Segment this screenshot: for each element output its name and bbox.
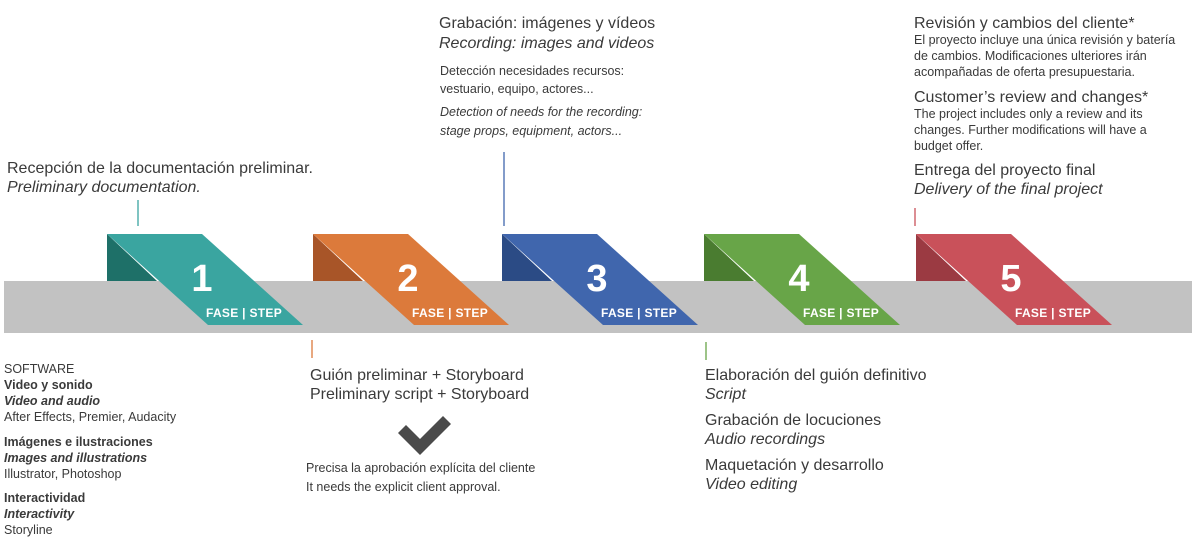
phase4-layout-en: Video editing bbox=[705, 476, 798, 493]
phase2-approval-es: Precisa la aprobación explícita del clie… bbox=[306, 461, 536, 475]
step-1-fold bbox=[107, 234, 157, 281]
software-images-en: Images and illustrations bbox=[4, 451, 148, 465]
step-4-fold bbox=[704, 234, 754, 281]
step-5-fold bbox=[916, 234, 966, 281]
phase5-review-desc-en-3: budget offer. bbox=[914, 139, 984, 153]
phase3-needs-en-2: stage props, equipment, actors... bbox=[440, 124, 623, 138]
step-2-fold bbox=[313, 234, 363, 281]
software-video-es: Video y sonido bbox=[4, 378, 93, 392]
step-2-arrow bbox=[313, 234, 509, 325]
phase3-needs-es-1: Detección necesidades recursos: bbox=[440, 64, 625, 78]
step-4-number: 4 bbox=[788, 258, 809, 300]
phase2-title-es: Guión preliminar + Storyboard bbox=[310, 367, 524, 384]
step-4-label: FASE | STEP bbox=[803, 306, 879, 320]
step-2-number: 2 bbox=[397, 258, 418, 300]
phase5-review-desc-es-2: de cambios. Modificaciones ulteriores ir… bbox=[914, 49, 1147, 63]
step-1-arrow bbox=[107, 234, 303, 325]
step-1-number: 1 bbox=[191, 258, 212, 300]
phase1-subtitle: Preliminary documentation. bbox=[7, 179, 201, 196]
step-3-label: FASE | STEP bbox=[601, 306, 677, 320]
phase3-title-en: Recording: images and videos bbox=[439, 35, 655, 52]
phase4-audio-es: Grabación de locuciones bbox=[705, 412, 882, 429]
phase3-needs-en-1: Detection of needs for the recording: bbox=[440, 105, 643, 119]
phase2-approval-en: It needs the explicit client approval. bbox=[306, 480, 501, 494]
software-inter-tools: Storyline bbox=[4, 523, 53, 537]
software-video-en: Video and audio bbox=[4, 394, 101, 408]
phase5-delivery-en: Delivery of the final project bbox=[914, 181, 1103, 198]
phase5-review-desc-en-2: changes. Further modifications will have… bbox=[914, 123, 1147, 137]
phase5-review-desc-es-1: El proyecto incluye una única revisión y… bbox=[914, 33, 1176, 47]
phase5-review-desc-en-1: The project includes only a review and i… bbox=[914, 107, 1143, 121]
software-inter-en: Interactivity bbox=[4, 507, 75, 521]
step-5-label: FASE | STEP bbox=[1015, 306, 1091, 320]
step-3-number: 3 bbox=[586, 258, 607, 300]
phase1-title: Recepción de la documentación preliminar… bbox=[7, 160, 313, 177]
step-5-number: 5 bbox=[1000, 258, 1021, 300]
software-video-tools: After Effects, Premier, Audacity bbox=[4, 410, 177, 424]
software-images-tools: Illustrator, Photoshop bbox=[4, 467, 122, 481]
phase5-review-title-en: Customer’s review and changes* bbox=[914, 89, 1149, 106]
phase4-script-en: Script bbox=[705, 386, 746, 403]
step-3-arrow bbox=[502, 234, 698, 325]
software-inter-es: Interactividad bbox=[4, 491, 86, 505]
step-1-label: FASE | STEP bbox=[206, 306, 282, 320]
phase3-title-es: Grabación: imágenes y vídeos bbox=[439, 15, 656, 32]
phase4-layout-es: Maquetación y desarrollo bbox=[705, 457, 884, 474]
step-3-fold bbox=[502, 234, 552, 281]
checkmark-icon bbox=[398, 416, 451, 455]
step-5-arrow bbox=[916, 234, 1112, 325]
phase5-review-desc-es-3: acompañadas de oferta presupuestaria. bbox=[914, 65, 1135, 79]
step-4-arrow bbox=[704, 234, 900, 325]
software-images-es: Imágenes e ilustraciones bbox=[4, 435, 153, 449]
phase4-script-es: Elaboración del guión definitivo bbox=[705, 367, 927, 384]
phase2-title-en: Preliminary script + Storyboard bbox=[310, 386, 530, 403]
phase3-needs-es-2: vestuario, equipo, actores... bbox=[440, 82, 594, 96]
phase4-audio-en: Audio recordings bbox=[705, 431, 826, 448]
phase5-delivery-es: Entrega del proyecto final bbox=[914, 162, 1096, 179]
step-2-label: FASE | STEP bbox=[412, 306, 488, 320]
software-heading: SOFTWARE bbox=[4, 362, 75, 376]
phase5-review-title-es: Revisión y cambios del cliente* bbox=[914, 15, 1135, 32]
